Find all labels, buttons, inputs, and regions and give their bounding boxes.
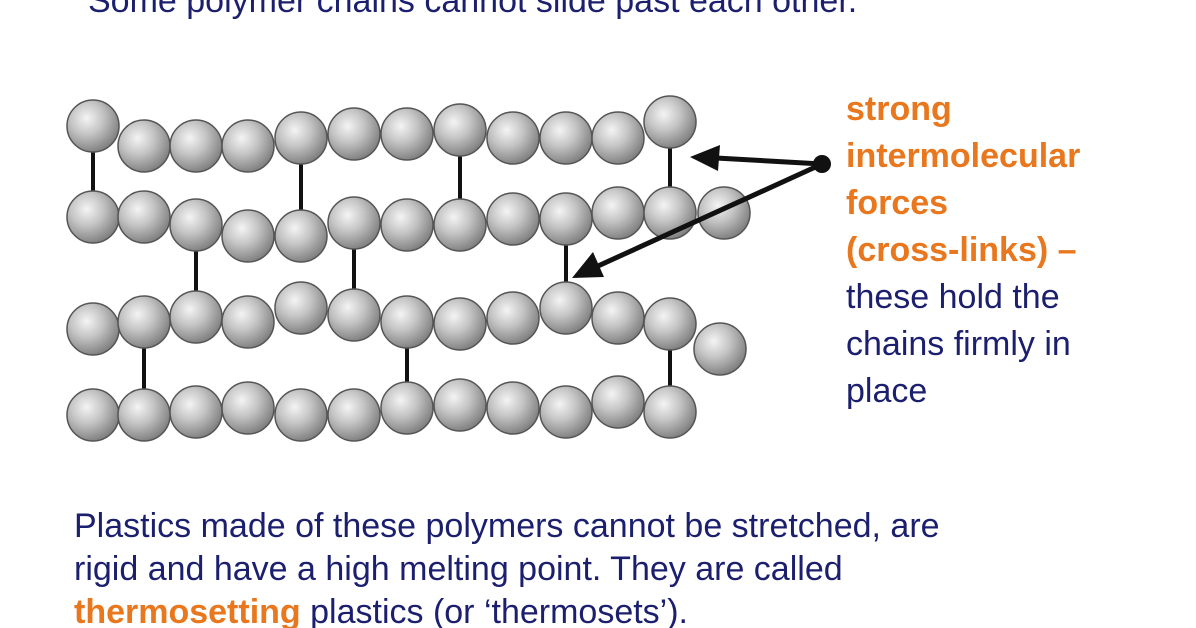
chain-4-bead-4 xyxy=(221,381,275,435)
label-body-line-3: place xyxy=(846,372,928,410)
chain-2-bead-5 xyxy=(274,209,328,263)
chain-2-bead-8 xyxy=(433,198,487,252)
chain-1-bead-5 xyxy=(274,111,328,165)
bottom-line-2: rigid and have a high melting point. The… xyxy=(74,550,843,588)
chain-1-bead-1 xyxy=(66,99,120,153)
chain-2-bead-7 xyxy=(380,198,434,252)
chain-1-bead-9 xyxy=(486,111,540,165)
chain-4-bead-11 xyxy=(591,375,645,429)
chain-1-bead-6 xyxy=(327,107,381,161)
chain-1-bead-7 xyxy=(380,107,434,161)
chain-2-bead-4 xyxy=(221,209,275,263)
chain-1-bead-11 xyxy=(591,111,645,165)
chain-4-bead-1 xyxy=(66,388,120,442)
chain-4-bead-3 xyxy=(169,385,223,439)
thermosetting-term: thermosetting xyxy=(74,593,301,628)
chain-2-bead-10 xyxy=(539,192,593,246)
chain-3-bead-13 xyxy=(693,322,747,376)
arrow-origin-dot xyxy=(813,155,831,173)
label-heading-line-3: forces xyxy=(846,184,949,222)
bottom-explanation: Plastics made of these polymers cannot b… xyxy=(74,505,1174,628)
chain-4-bead-8 xyxy=(433,378,487,432)
chain-4-bead-7 xyxy=(380,381,434,435)
chain-3-bead-6 xyxy=(327,288,381,342)
chain-1-bead-2 xyxy=(117,119,171,173)
label-heading-line-2: intermolecular xyxy=(846,137,1081,175)
bottom-line-1: Plastics made of these polymers cannot b… xyxy=(74,507,940,545)
chain-4-bead-5 xyxy=(274,388,328,442)
chain-2-bead-9 xyxy=(486,192,540,246)
chain-3-bead-3 xyxy=(169,290,223,344)
chain-3-bead-8 xyxy=(433,297,487,351)
chain-3-bead-9 xyxy=(486,291,540,345)
chain-1-bead-12 xyxy=(643,95,697,149)
chain-4-bead-2 xyxy=(117,388,171,442)
bottom-line-3-rest: plastics (or ‘thermosets’). xyxy=(300,593,689,628)
chain-3-bead-7 xyxy=(380,295,434,349)
chain-3-bead-4 xyxy=(221,295,275,349)
chain-2-bead-11 xyxy=(591,186,645,240)
bottom-line-3: thermosetting plastics (or ‘thermosets’)… xyxy=(74,591,1174,628)
chain-2-bead-6 xyxy=(327,196,381,250)
chain-3-bead-5 xyxy=(274,281,328,335)
chain-3-bead-2 xyxy=(117,295,171,349)
arrow-head-lower xyxy=(572,252,604,278)
polymer-chains-diagram xyxy=(66,95,831,442)
cross-links xyxy=(91,146,672,393)
chain-3-bead-11 xyxy=(591,291,645,345)
label-body-line-1: these hold the xyxy=(846,278,1060,316)
chain-3-bead-1 xyxy=(66,302,120,356)
chain-4-bead-9 xyxy=(486,381,540,435)
arrow-shaft-upper xyxy=(715,155,823,167)
chain-2-bead-3 xyxy=(169,198,223,252)
chain-1-bead-10 xyxy=(539,111,593,165)
chain-2-bead-13 xyxy=(697,186,751,240)
chain-2-bead-1 xyxy=(66,190,120,244)
chain-2-bead-2 xyxy=(117,190,171,244)
chain-1-bead-8 xyxy=(433,103,487,157)
chain-4-bead-10 xyxy=(539,385,593,439)
chain-1-bead-3 xyxy=(169,119,223,173)
polymer-beads xyxy=(66,95,751,442)
chain-3-bead-10 xyxy=(539,281,593,335)
chain-4-bead-12 xyxy=(643,385,697,439)
arrow-shaft-lower xyxy=(596,161,824,269)
pointer-arrows xyxy=(572,145,831,278)
chain-1-bead-4 xyxy=(221,119,275,173)
arrow-head-upper xyxy=(690,145,720,171)
label-body-line-2: chains firmly in xyxy=(846,325,1071,363)
chain-3-bead-12 xyxy=(643,297,697,351)
chain-4-bead-6 xyxy=(327,388,381,442)
label-heading-line-1: strong xyxy=(846,90,952,128)
top-caption: Some polymer chains cannot slide past ea… xyxy=(88,0,858,20)
cross-link-label: strong intermolecular forces (cross-link… xyxy=(846,86,1080,415)
label-heading-line-4: (cross-links) – xyxy=(846,231,1077,269)
